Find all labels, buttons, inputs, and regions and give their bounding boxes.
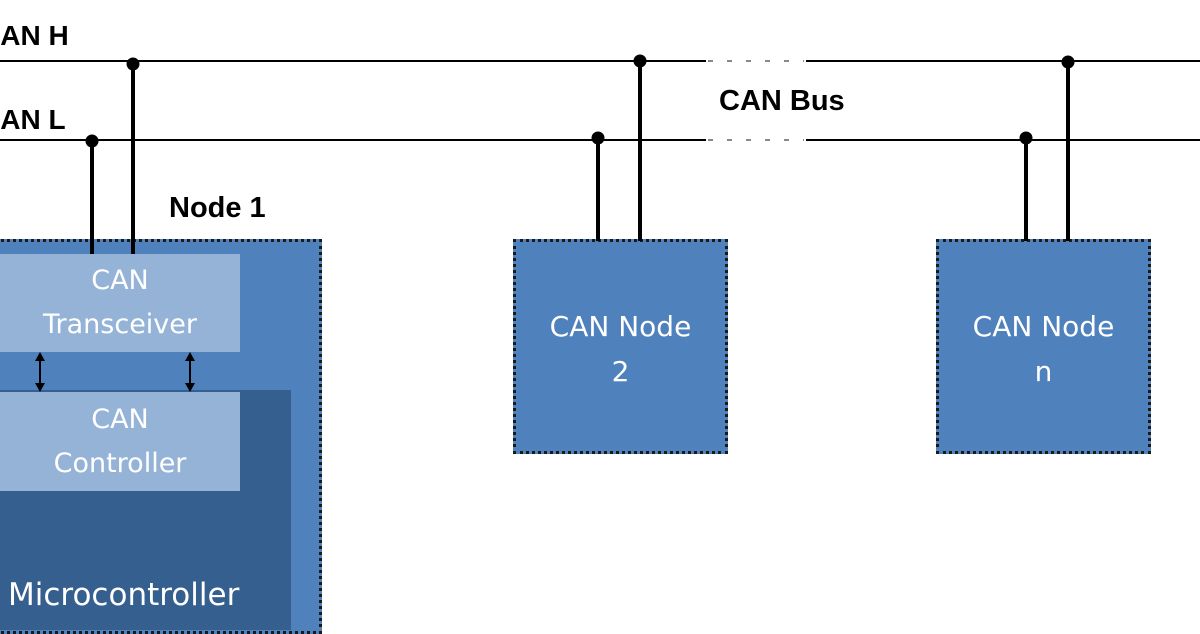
node1-l-junction [85,134,99,148]
bidirectional-arrow-left [35,352,45,392]
noden-box [936,239,1151,454]
node2-line-1: CAN Node [549,310,692,343]
noden-label: CAN Node n [936,304,1151,394]
controller-line-2: Controller [53,447,187,479]
noden-l-junction [1019,131,1033,145]
microcontroller-label: Microcontroller [8,577,240,613]
bidirectional-arrow-right [185,352,195,392]
node2-line-2: 2 [611,355,630,388]
node2-l-junction [591,131,605,145]
can-controller-block: CAN Controller [0,392,240,491]
controller-line-1: CAN [91,403,149,435]
node2-label: CAN Node 2 [513,304,728,394]
node1-h-junction [126,57,140,71]
noden-line-1: CAN Node [972,310,1115,343]
can-l-label: CAN L [0,104,66,135]
can-bus-label: CAN Bus [719,85,845,117]
can-transceiver-block: CAN Transceiver [0,254,240,352]
node2-h-junction [633,54,647,68]
noden-line-2: n [1034,355,1053,388]
transceiver-line-2: Transceiver [43,309,197,340]
can-h-label: CAN H [0,20,69,51]
node2-box [513,239,728,454]
transceiver-line-1: CAN [91,265,149,296]
noden-h-junction [1061,55,1075,69]
node1-title: Node 1 [169,192,266,224]
